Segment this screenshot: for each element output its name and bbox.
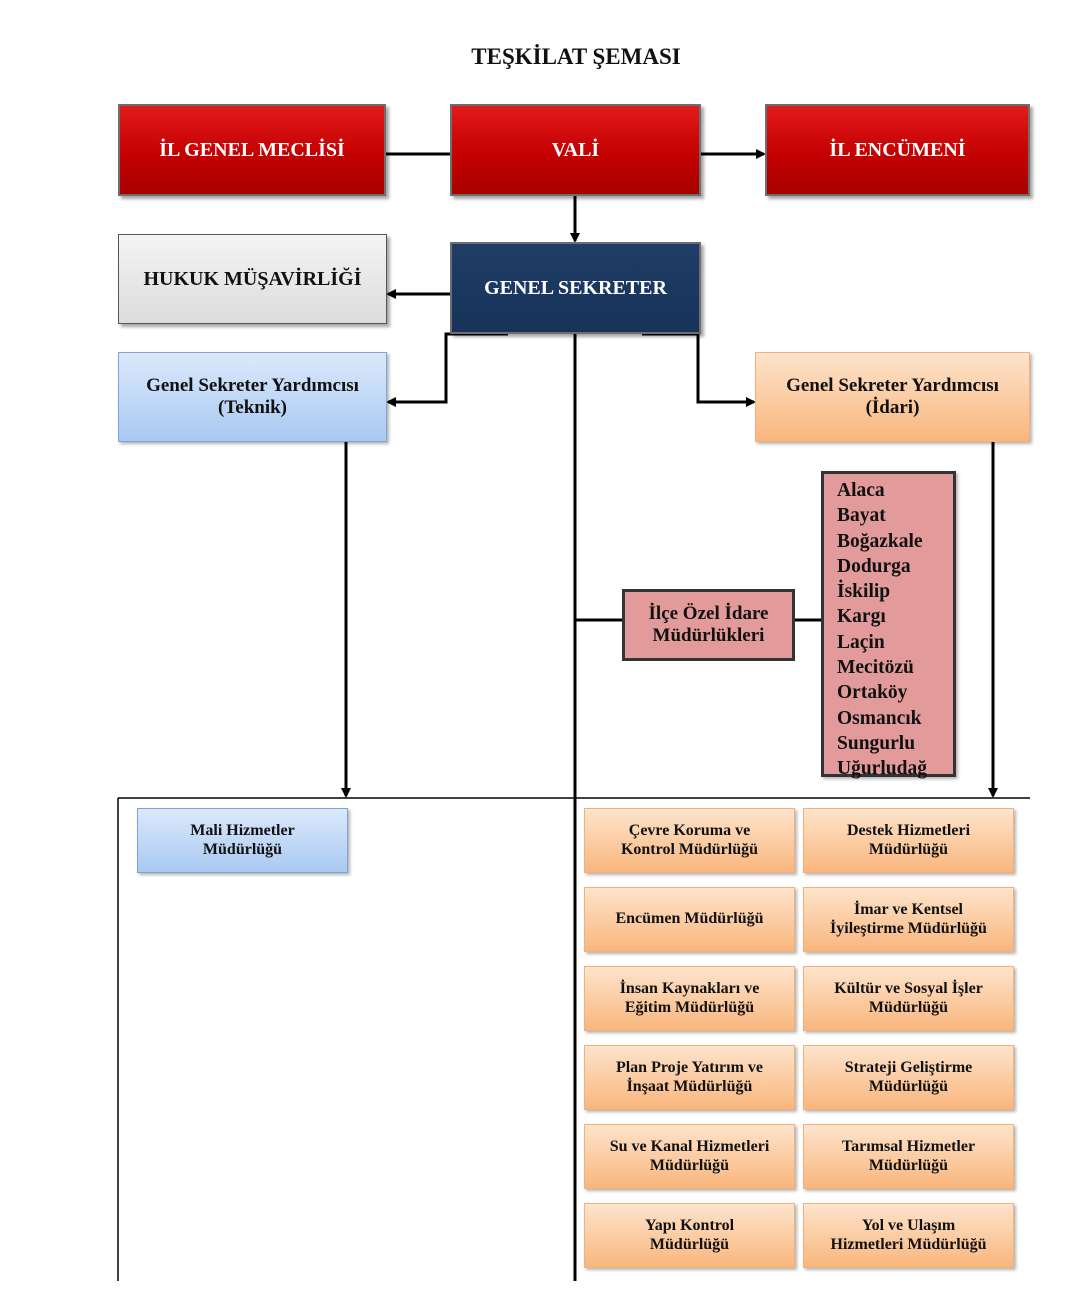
department-box: İmar ve Kentsel İyileştirme Müdürlüğü	[803, 887, 1014, 952]
department-line2: Müdürlüğü	[868, 998, 949, 1016]
department-line1: Strateji Geliştirme	[844, 1059, 973, 1077]
district-item: İskilip	[837, 581, 891, 603]
department-line2: Müdürlüğü	[868, 840, 949, 858]
genel-sekreter-label: GENEL SEKRETER	[484, 276, 667, 299]
district-item: Boğazkale	[837, 530, 923, 552]
yardimci-idari-line2: (İdari)	[865, 397, 920, 418]
hukuk-musavirligi-box: HUKUK MÜŞAVİRLİĞİ	[118, 234, 387, 324]
department-line1: Destek Hizmetleri	[846, 822, 971, 840]
department-line1: Su ve Kanal Hizmetleri	[609, 1138, 770, 1156]
district-item: Osmancık	[837, 707, 922, 729]
department-box: Tarımsal Hizmetler Müdürlüğü	[803, 1124, 1014, 1189]
il-genel-meclisi-label: İL GENEL MECLİSİ	[159, 138, 345, 161]
department-box: Kültür ve Sosyal İşler Müdürlüğü	[803, 966, 1014, 1031]
department-line2: Eğitim Müdürlüğü	[624, 998, 755, 1016]
genel-sekreter-box: GENEL SEKRETER	[450, 242, 701, 334]
department-line1: İnsan Kaynakları ve	[619, 980, 760, 998]
department-box: Destek Hizmetleri Müdürlüğü	[803, 808, 1014, 873]
district-item: Laçin	[837, 631, 885, 653]
vali-box: VALİ	[450, 104, 701, 196]
department-line1: Plan Proje Yatırım ve	[615, 1059, 764, 1077]
district-item: Ortaköy	[837, 682, 908, 704]
department-line2: Müdürlüğü	[649, 1235, 730, 1253]
department-line2: İnşaat Müdürlüğü	[626, 1077, 753, 1095]
department-line2: Kontrol Müdürlüğü	[620, 840, 759, 858]
district-item: Bayat	[837, 505, 886, 527]
mali-hizmetler-line1: Mali Hizmetler	[190, 822, 295, 840]
department-line1: İmar ve Kentsel	[853, 901, 963, 919]
department-line2: Müdürlüğü	[649, 1156, 730, 1174]
district-item: Dodurga	[837, 555, 911, 577]
mali-hizmetler-box: Mali Hizmetler Müdürlüğü	[137, 808, 348, 873]
vali-label: VALİ	[551, 138, 600, 161]
department-line1: Yapı Kontrol	[644, 1217, 735, 1235]
department-line1: Kültür ve Sosyal İşler	[834, 980, 983, 998]
ilce-ozel-idare-line2: Müdürlükleri	[652, 625, 765, 646]
district-item: Uğurludağ	[837, 758, 927, 780]
department-line2: İyileştirme Müdürlüğü	[830, 919, 987, 937]
il-genel-meclisi-box: İL GENEL MECLİSİ	[118, 104, 386, 196]
department-box: Yol ve Ulaşım Hizmetleri Müdürlüğü	[803, 1203, 1014, 1268]
yardimci-idari-box: Genel Sekreter Yardımcısı (İdari)	[755, 352, 1030, 442]
yardimci-teknik-box: Genel Sekreter Yardımcısı (Teknik)	[118, 352, 387, 442]
yardimci-teknik-line2: (Teknik)	[218, 397, 287, 418]
department-line1: Çevre Koruma ve	[628, 822, 751, 840]
department-line2: Müdürlüğü	[868, 1156, 949, 1174]
yardimci-teknik-line1: Genel Sekreter Yardımcısı	[146, 375, 359, 397]
department-line1: Encümen Müdürlüğü	[615, 910, 764, 928]
yardimci-idari-line1: Genel Sekreter Yardımcısı	[786, 375, 999, 397]
district-item: Alaca	[837, 480, 885, 501]
district-item: Kargı	[837, 606, 886, 628]
il-encumeni-box: İL ENCÜMENİ	[765, 104, 1030, 196]
il-encumeni-label: İL ENCÜMENİ	[829, 138, 966, 161]
ilce-ozel-idare-line1: İlçe Özel İdare	[648, 603, 769, 625]
hukuk-musavirligi-label: HUKUK MÜŞAVİRLİĞİ	[143, 267, 362, 290]
department-line2: Hizmetleri Müdürlüğü	[830, 1235, 987, 1253]
mali-hizmetler-line2: Müdürlüğü	[202, 840, 283, 858]
department-line1: Tarımsal Hizmetler	[841, 1138, 976, 1156]
department-box: Su ve Kanal Hizmetleri Müdürlüğü	[584, 1124, 795, 1189]
department-box: Strateji Geliştirme Müdürlüğü	[803, 1045, 1014, 1110]
district-list: Alaca Bayat Boğazkale Dodurga İskilip Ka…	[821, 471, 956, 779]
department-box: Encümen Müdürlüğü	[584, 887, 795, 952]
ilce-ozel-idare-box: İlçe Özel İdare Müdürlükleri	[622, 589, 795, 661]
department-line1: Yol ve Ulaşım	[861, 1217, 956, 1235]
district-item: Mecitözü	[837, 657, 914, 679]
department-box: Yapı Kontrol Müdürlüğü	[584, 1203, 795, 1268]
department-box: Plan Proje Yatırım ve İnşaat Müdürlüğü	[584, 1045, 795, 1110]
page-title: TEŞKİLAT ŞEMASI	[471, 44, 681, 69]
department-line2: Müdürlüğü	[868, 1077, 949, 1095]
department-box: İnsan Kaynakları ve Eğitim Müdürlüğü	[584, 966, 795, 1031]
department-box: Çevre Koruma ve Kontrol Müdürlüğü	[584, 808, 795, 873]
district-item: Sungurlu	[837, 732, 916, 754]
